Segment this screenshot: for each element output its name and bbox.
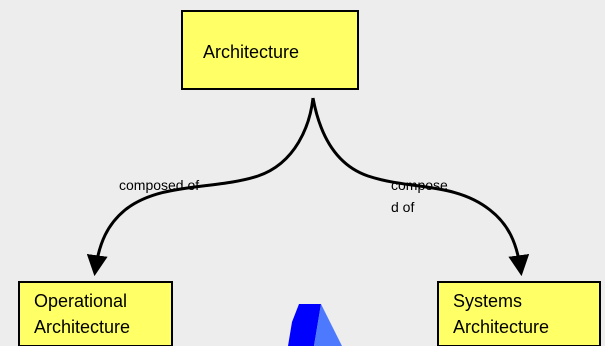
node-operational-line2: Architecture <box>34 317 131 337</box>
edge-label-right-line2: d of <box>391 199 415 215</box>
edge-label-composed-of-left: composed of <box>119 177 200 193</box>
edge-label-right-line1: compose <box>391 177 448 193</box>
node-systems-line2: Architecture <box>453 317 550 337</box>
blue-shape-main <box>288 304 321 346</box>
node-operational-label: Operational Architecture <box>34 288 130 340</box>
node-operational-architecture: Operational Architecture <box>18 281 173 346</box>
node-systems-line1: Systems <box>453 291 523 311</box>
node-architecture-label: Architecture <box>203 42 300 62</box>
node-systems-label: Systems Architecture <box>453 288 549 340</box>
edge-architecture-to-systems <box>311 97 530 277</box>
blue-shape-highlight <box>314 304 342 346</box>
node-operational-line1: Operational <box>34 291 128 311</box>
node-systems-architecture: Systems Architecture <box>437 281 601 346</box>
edge-label-composed-of-right: compose d of <box>391 174 448 218</box>
node-architecture: Architecture <box>181 10 359 90</box>
edge-architecture-to-operational <box>86 97 315 277</box>
